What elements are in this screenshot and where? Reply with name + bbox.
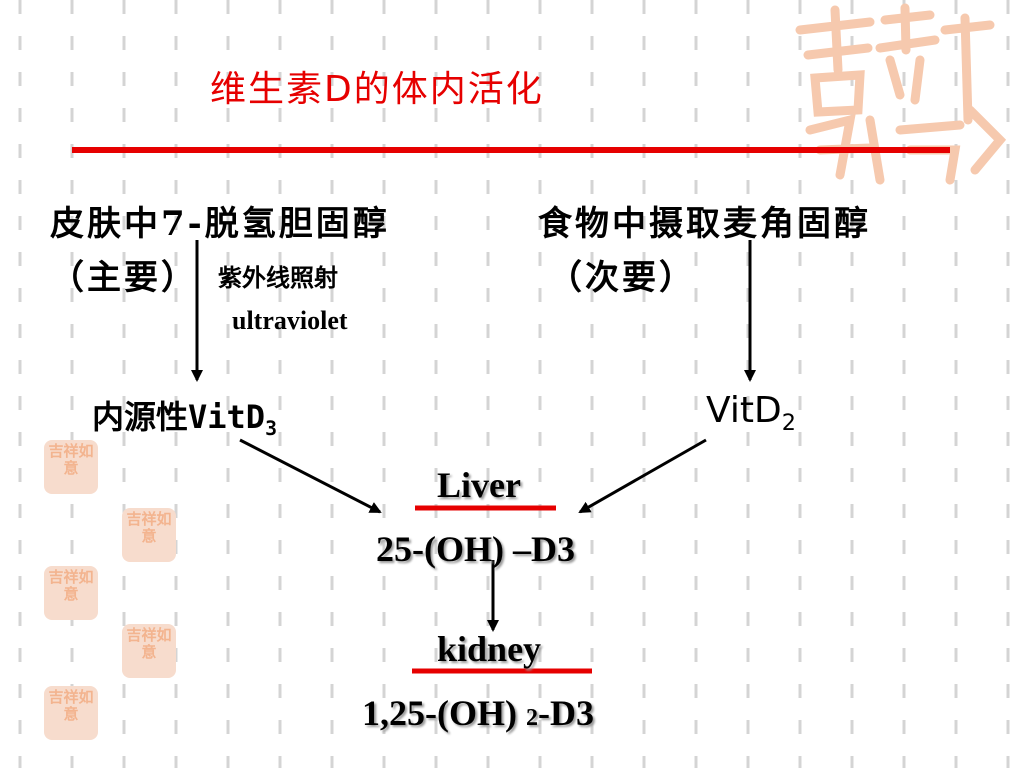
vitd3-label: 内源性VitD3 [92,392,277,440]
stamp-decoration: 吉祥如意 [44,566,98,620]
right-source-line2: （次要） [548,258,696,298]
uv-label-en: ultraviolet [232,306,348,335]
liver-label: Liver [437,465,521,505]
kidney-product-subscript: 2 [525,705,538,731]
vitd3-prefix: 内源性VitD [92,398,266,436]
right-source-line1: 食物中摄取麦角固醇 [538,204,871,244]
stamp-decoration: 吉祥如意 [44,686,98,740]
left-source-line2: （主要） [50,258,198,298]
slide-title: 维生素D的体内活化 [210,69,544,110]
arrow-vitd3-to-liver [239,438,382,514]
kidney-product: 1,25-(OH) 2-D3 [362,692,594,734]
calligraphy-seal-large [795,3,1007,185]
kidney-product-part2: -D3 [537,693,594,733]
left-source-line1: 皮肤中7-脱氢胆固醇 [50,204,390,244]
vitd2-label: VitD2 [706,390,796,436]
kidney-product-part1: 1,25-(OH) [362,693,526,733]
stamp-decoration: 吉祥如意 [122,624,176,678]
vitd3-subscript: 3 [265,416,278,440]
liver-product: 25-(OH) –D3 [376,529,575,569]
arrow-vitd2-to-liver [578,438,707,514]
stamp-decoration: 吉祥如意 [44,440,98,494]
vitd2-subscript: 2 [781,409,796,436]
uv-label-cn: 紫外线照射 [218,264,338,292]
vitd2-prefix: VitD [706,390,782,431]
stamp-decoration: 吉祥如意 [122,508,176,562]
kidney-label: kidney [437,629,542,669]
